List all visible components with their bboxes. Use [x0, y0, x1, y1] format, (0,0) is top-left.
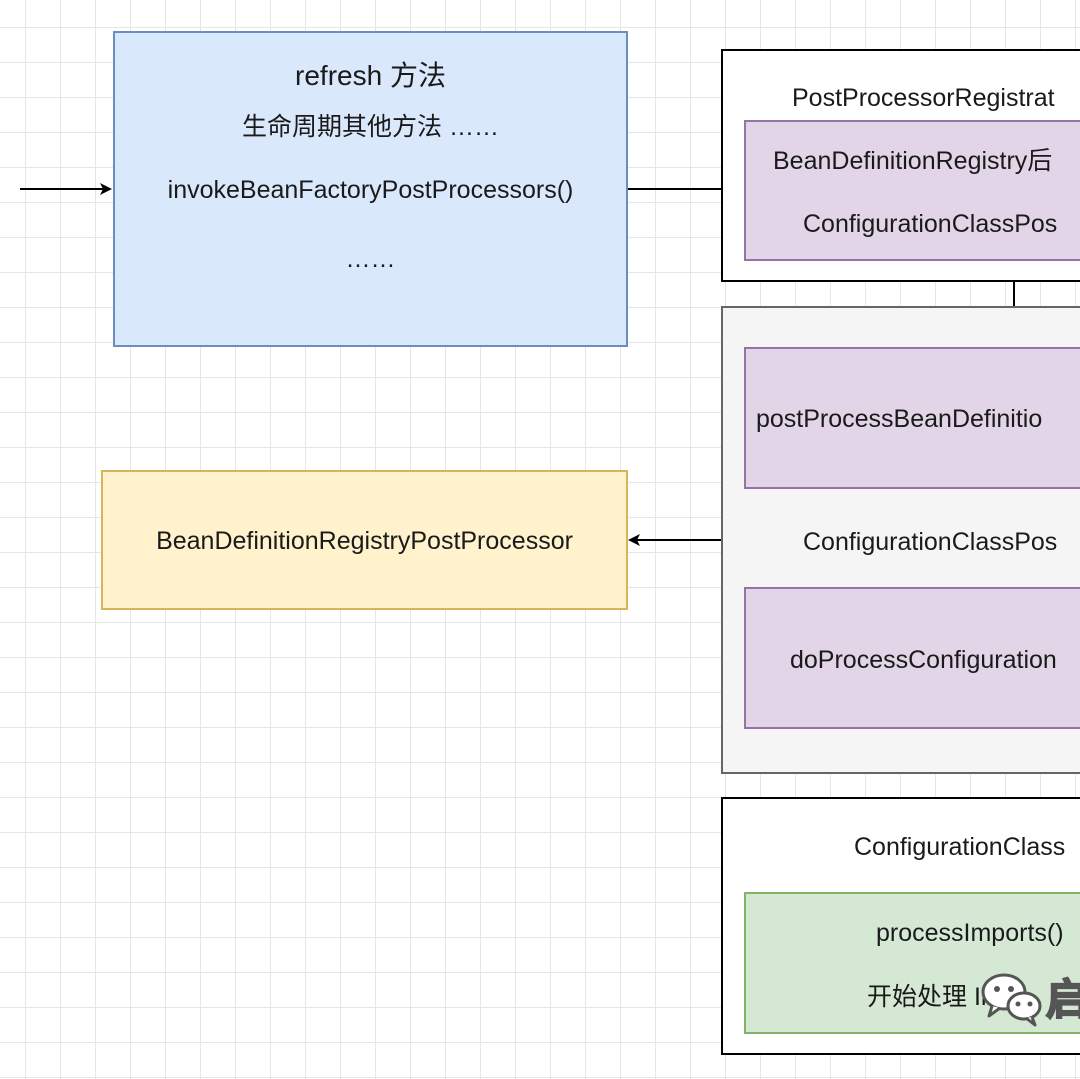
bean-definition-registry-post-processor-box: BeanDefinitionRegistryPostProcessor: [101, 470, 628, 610]
registry-inner-line1: BeanDefinitionRegistry后: [773, 147, 1053, 175]
configuration-class-parser-title: ConfigurationClass: [854, 833, 1066, 861]
registry-inner-line2: ConfigurationClassPos: [803, 210, 1058, 238]
ellipsis-label: ……: [345, 245, 396, 273]
do-process-configuration-box: doProcessConfiguration: [744, 587, 1080, 729]
configuration-class-post-processor-label: ConfigurationClassPos: [803, 528, 1058, 556]
watermark: 启: [976, 962, 1080, 1040]
refresh-method-box: refresh 方法 生命周期其他方法 …… invokeBeanFactory…: [113, 31, 628, 347]
lifecycle-other-methods-label: 生命周期其他方法 ……: [242, 113, 499, 141]
do-process-configuration-label: doProcessConfiguration: [790, 646, 1057, 674]
post-processor-registration-title: PostProcessorRegistrat: [792, 84, 1055, 112]
configuration-class-post-processor-box: postProcessBeanDefinitio ConfigurationCl…: [721, 306, 1080, 774]
invoke-bean-factory-post-processors-label: invokeBeanFactoryPostProcessors(): [167, 176, 574, 204]
refresh-method-title: refresh 方法: [295, 60, 446, 91]
wechat-logo-icon: [981, 973, 1042, 1027]
registry-inner-box: BeanDefinitionRegistry后 ConfigurationCla…: [744, 120, 1080, 261]
process-imports-label: processImports(): [876, 919, 1064, 947]
post-process-bean-definition-box: postProcessBeanDefinitio: [744, 347, 1080, 489]
post-process-bean-definition-label: postProcessBeanDefinitio: [756, 405, 1043, 433]
watermark-text: 启: [1045, 975, 1080, 1024]
bean-definition-registry-post-processor-label: BeanDefinitionRegistryPostProcessor: [156, 527, 573, 555]
post-processor-registration-box: PostProcessorRegistrat BeanDefinitionReg…: [721, 49, 1080, 282]
